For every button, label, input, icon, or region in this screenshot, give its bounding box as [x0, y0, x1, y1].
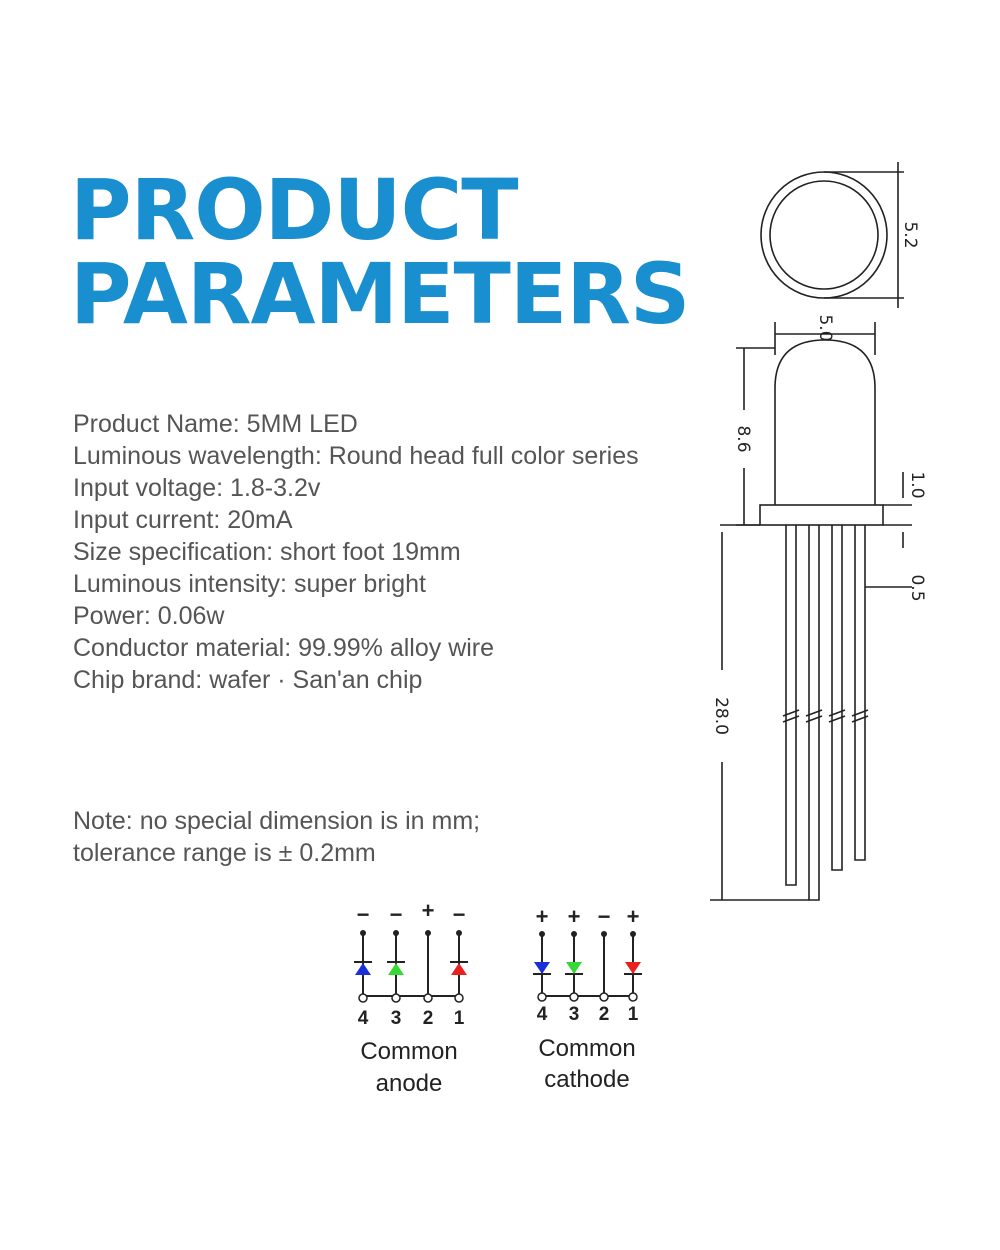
cathode-pin-4: 4 — [537, 1004, 548, 1025]
spec-input-current: Input current: 20mA — [73, 506, 293, 534]
spec-product-name: Product Name: 5MM LED — [73, 410, 358, 438]
cathode-sign-3: + — [568, 904, 581, 929]
pin-1 — [785, 525, 797, 886]
dim-pin-length: 28.0 — [711, 697, 731, 735]
led-dome — [774, 339, 876, 505]
anode-caption-line-1: Common — [360, 1038, 457, 1065]
pin-3 — [831, 525, 843, 871]
note-line-1: Note: no special dimension is in mm; — [73, 807, 481, 835]
spec-size: Size specification: short foot 19mm — [73, 538, 461, 566]
spec-intensity: Luminous intensity: super bright — [73, 570, 426, 598]
cathode-pin-2: 2 — [599, 1004, 610, 1025]
top-view-outer-circle — [760, 171, 888, 299]
dim-body-diameter: 5.0 — [815, 314, 835, 341]
common-cathode-diagram: + + − + 4 3 2 1 Common cathode — [533, 904, 642, 1093]
led-dimension-drawing: 5.2 5.0 8.6 1.0 0.5 28.0 — [710, 162, 927, 901]
spec-input-voltage: Input voltage: 1.8-3.2v — [73, 474, 321, 502]
spec-chip-brand: Chip brand: wafer · San'an chip — [73, 666, 423, 694]
cathode-caption-line-2: cathode — [544, 1066, 629, 1093]
cathode-sign-2: − — [598, 904, 611, 929]
cathode-blue-led — [534, 962, 550, 974]
anode-red-led — [451, 963, 467, 975]
anode-sign-2: + — [422, 898, 435, 923]
anode-pin-3: 3 — [391, 1008, 402, 1029]
led-flange — [759, 504, 884, 526]
common-anode-diagram: − − + − 4 3 2 1 Common anode — [354, 898, 468, 1097]
tolerance-note: Note: no special dimension is in mm; tol… — [73, 805, 480, 869]
title-line-2: PARAMETERS — [70, 245, 690, 343]
anode-sign-4: − — [357, 902, 370, 927]
dim-body-height: 8.6 — [733, 425, 753, 452]
dim-pin-width: 0.5 — [907, 574, 927, 601]
dim-flange-height: 1.0 — [907, 471, 927, 498]
spec-list: Product Name: 5MM LED Luminous wavelengt… — [73, 408, 639, 696]
note-line-2: tolerance range is ± 0.2mm — [73, 839, 376, 867]
cathode-pin-3: 3 — [569, 1004, 580, 1025]
anode-pin-1: 1 — [454, 1008, 465, 1029]
title-line-1: PRODUCT — [70, 161, 519, 259]
cathode-sign-4: + — [536, 904, 549, 929]
anode-pin-2: 2 — [423, 1008, 434, 1029]
spec-wavelength: Luminous wavelength: Round head full col… — [73, 442, 639, 470]
pin-2 — [808, 525, 820, 901]
anode-sign-3: − — [390, 902, 403, 927]
anode-pin-4: 4 — [358, 1008, 369, 1029]
cathode-sign-1: + — [627, 904, 640, 929]
spec-conductor: Conductor material: 99.99% alloy wire — [73, 634, 495, 662]
cathode-red-led — [625, 962, 641, 974]
anode-caption-line-2: anode — [376, 1070, 443, 1097]
pin-4 — [854, 525, 866, 861]
dim-head-diameter: 5.2 — [900, 221, 920, 248]
cathode-pin-1: 1 — [628, 1004, 639, 1025]
anode-blue-led — [355, 963, 371, 975]
page-title: PRODUCT PARAMETERS — [70, 161, 690, 343]
anode-sign-1: − — [453, 902, 466, 927]
top-view-inner-circle — [769, 180, 879, 290]
cathode-green-led — [566, 962, 582, 974]
anode-green-led — [388, 963, 404, 975]
cathode-caption-line-1: Common — [538, 1035, 635, 1062]
spec-power: Power: 0.06w — [73, 602, 225, 630]
